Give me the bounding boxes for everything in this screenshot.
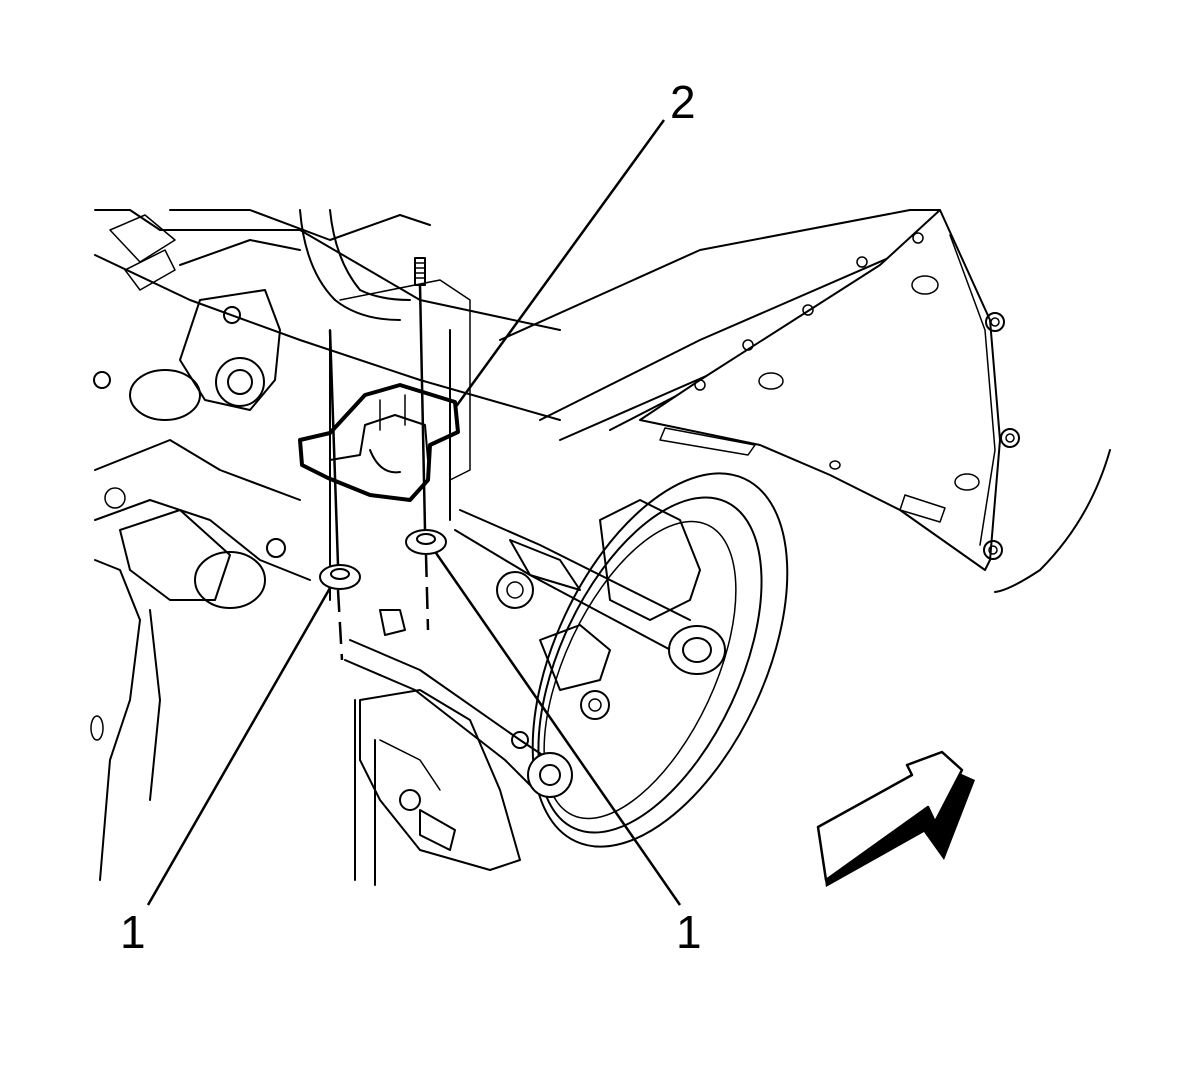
stabilizer-bushing: [298, 383, 460, 502]
callout-label-1-right: 1: [676, 906, 702, 958]
callout-leader-1-right: [434, 552, 682, 906]
callout-label-2: 2: [670, 76, 696, 128]
bushing-bolt-left: [319, 564, 361, 590]
bushing-bolt-right: [405, 529, 447, 555]
callout-leader-1-left: [146, 587, 332, 906]
install-axis-right: [424, 554, 430, 631]
front-direction-arrow-icon: [816, 750, 975, 887]
install-axis-left: [336, 589, 344, 661]
frame-illustration: [90, 209, 1111, 886]
callout-leader-2: [453, 119, 666, 409]
callout-label-1-left: 1: [120, 906, 146, 958]
